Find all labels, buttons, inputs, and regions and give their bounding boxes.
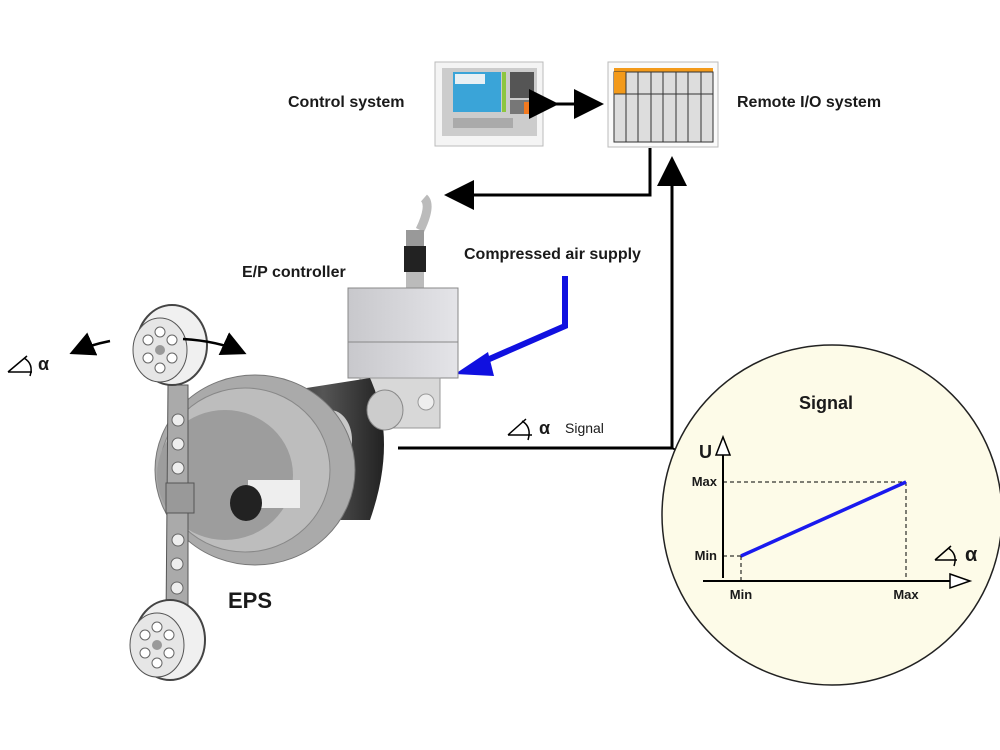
signal-series-line <box>740 480 907 558</box>
y-tick-max: Max <box>692 474 718 489</box>
ep-controller-label: E/P controller <box>242 264 346 281</box>
eps-label: EPS <box>228 588 273 613</box>
io-to-ep-output-line <box>444 148 652 210</box>
y-tick-min: Min <box>695 548 717 563</box>
y-axis-arrowhead <box>714 434 732 456</box>
compressed-air-label: Compressed air supply <box>464 246 641 263</box>
x-axis-arrowhead <box>949 572 973 590</box>
eps-encoder-body <box>154 374 404 566</box>
rotate-left-arrow <box>69 332 111 356</box>
remote-io-system-icon <box>607 61 719 148</box>
signal-line-label: Signal <box>565 420 604 436</box>
x-axis-angle-icon <box>934 545 957 567</box>
compressed-air-arrow <box>455 276 568 376</box>
angle-icon <box>7 355 32 377</box>
remote-io-label: Remote I/O system <box>737 94 882 111</box>
control-system-panel-icon <box>434 61 544 147</box>
top-pulley-wheel <box>132 304 208 386</box>
inset-title: Signal <box>799 393 853 413</box>
alpha-label: α <box>38 354 50 374</box>
y-axis-label: U <box>699 442 712 462</box>
bottom-pulley-wheel <box>129 599 206 681</box>
rotate-right-arrow <box>182 332 247 356</box>
x-tick-min: Min <box>730 587 752 602</box>
signal-angle-icon <box>507 418 532 441</box>
control-system-label: Control system <box>288 94 405 111</box>
x-tick-max: Max <box>893 587 919 602</box>
signal-inset: Signal U α Max Min Min Max <box>661 344 1000 686</box>
x-axis-label: α <box>965 544 978 566</box>
signal-alpha-label: α <box>539 418 551 438</box>
